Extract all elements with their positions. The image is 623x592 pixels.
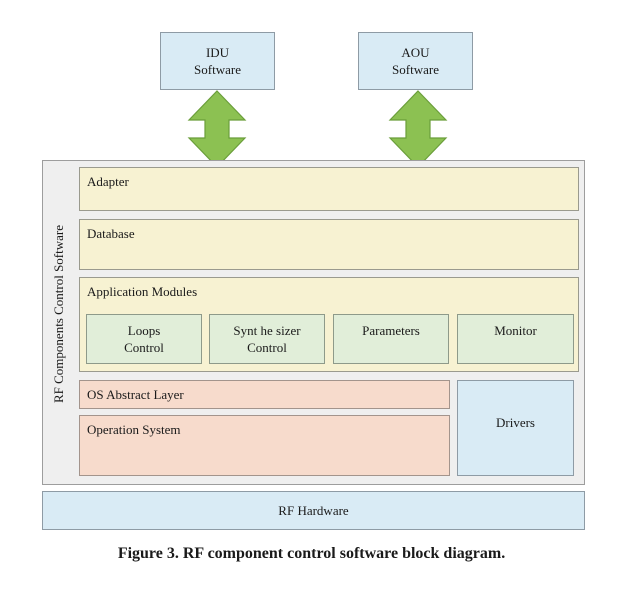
aou-double-arrow-icon <box>388 90 448 168</box>
adapter-layer: Adapter <box>79 167 579 211</box>
module-label: Synt he sizer <box>233 323 301 338</box>
os-abstract-label: OS Abstract Layer <box>87 387 184 402</box>
aou-sublabel: Software <box>392 62 439 77</box>
module-monitor: Monitor <box>457 314 574 364</box>
idu-sublabel: Software <box>194 62 241 77</box>
operation-system-layer: Operation System <box>79 415 450 476</box>
rf-hardware-box: RF Hardware <box>42 491 585 530</box>
module-loops-control: Loops Control <box>86 314 202 364</box>
module-parameters: Parameters <box>333 314 449 364</box>
aou-label: AOU <box>401 45 430 60</box>
idu-software-box: IDU Software <box>160 32 275 90</box>
database-layer: Database <box>79 219 579 270</box>
rf-hardware-label: RF Hardware <box>278 503 349 518</box>
figure-caption: Figure 3. RF component control software … <box>117 545 506 562</box>
aou-software-box: AOU Software <box>358 32 473 90</box>
module-sublabel: Control <box>247 340 287 355</box>
database-label: Database <box>87 226 135 241</box>
module-synthesizer-control: Synt he sizer Control <box>209 314 325 364</box>
drivers-label: Drivers <box>496 414 535 430</box>
operation-system-label: Operation System <box>87 422 181 437</box>
drivers-box: Drivers <box>457 380 574 476</box>
container-label: RF Components Control Software <box>51 224 66 404</box>
module-label: Parameters <box>362 323 420 338</box>
application-modules-label: Application Modules <box>87 284 198 299</box>
module-label: Loops <box>127 323 161 338</box>
adapter-label: Adapter <box>87 174 129 189</box>
module-sublabel: Control <box>124 340 164 355</box>
idu-label: IDU <box>205 45 230 60</box>
idu-double-arrow-icon <box>187 90 247 168</box>
os-abstract-layer: OS Abstract Layer <box>79 380 450 409</box>
module-label: Monitor <box>494 323 537 338</box>
